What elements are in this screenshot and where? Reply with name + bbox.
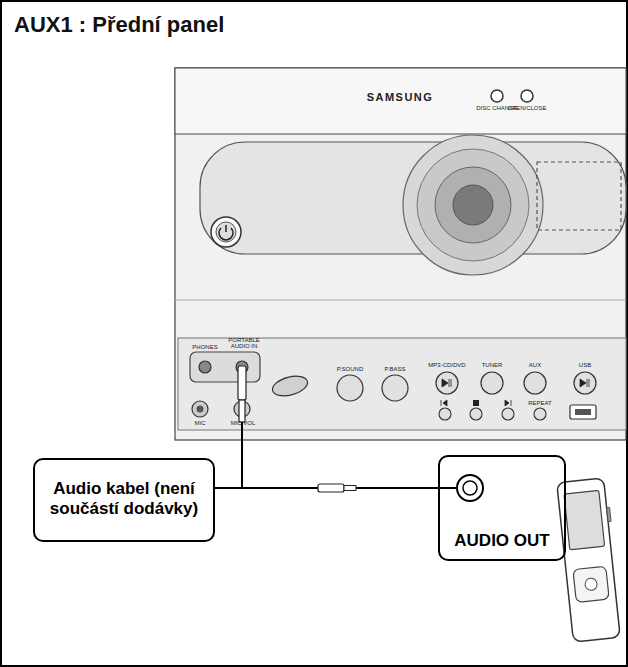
brand-name: SAMSUNG <box>367 92 434 104</box>
figure-title: AUX1 : Přední panel <box>14 12 224 38</box>
mp3-player-part <box>573 566 609 602</box>
audio-cable-part <box>344 486 356 491</box>
jack-callout-box: AUDIO OUT <box>438 455 566 561</box>
hifi-unit-part <box>439 408 451 420</box>
hifi-unit-part <box>211 217 241 247</box>
hifi-unit-part <box>470 408 482 420</box>
hifi-unit-part <box>190 352 260 382</box>
jack-label: PHONES <box>192 344 217 350</box>
hifi-unit-part <box>435 167 511 243</box>
hifi-unit-part <box>199 361 211 373</box>
jack-label: MIC <box>195 420 206 426</box>
hifi-unit-part <box>491 90 503 102</box>
hifi-unit-part <box>178 338 626 430</box>
callout-box: Audio kabel (není součástí dodávky) <box>33 458 215 542</box>
jack-label: PORTABLE AUDIO IN <box>224 337 264 350</box>
hifi-unit-part <box>175 300 626 301</box>
hifi-unit-part <box>337 375 363 401</box>
hifi-unit-part <box>453 185 493 225</box>
audio-cable-part <box>457 475 483 501</box>
hifi-unit-part <box>219 225 233 240</box>
mp3-player-part <box>607 507 611 521</box>
button-label: REPEAT <box>528 400 552 406</box>
hifi-unit-part <box>175 68 626 440</box>
hifi-unit-part <box>442 379 451 387</box>
hifi-unit-part <box>175 68 626 134</box>
button-label: P.SOUND <box>337 366 364 372</box>
hifi-unit-part <box>481 372 503 394</box>
audio-cable-part <box>241 422 243 488</box>
button-label: OPEN/CLOSE <box>507 105 546 111</box>
audio-cable-part <box>463 481 477 495</box>
hifi-unit-part <box>192 401 208 417</box>
hifi-unit-part <box>197 406 204 413</box>
hifi-unit-part <box>436 372 458 394</box>
callout-text: AUDIO OUT <box>454 531 549 551</box>
hifi-unit-part <box>534 408 546 420</box>
hifi-unit-part <box>270 373 309 400</box>
hifi-unit-part <box>524 372 546 394</box>
mp3-player <box>557 478 623 642</box>
mp3-player-part <box>557 478 620 642</box>
button-label: USB <box>579 362 591 368</box>
hifi-unit-part <box>441 400 447 406</box>
hifi-unit-part <box>574 372 596 394</box>
button-label: P.BASS <box>385 366 406 372</box>
hifi-unit-part <box>505 400 511 406</box>
hifi-unit <box>175 68 626 440</box>
hifi-unit-part <box>403 135 543 275</box>
hifi-unit-part <box>417 149 529 261</box>
hifi-unit-part <box>521 90 533 102</box>
audio-cable <box>213 366 483 501</box>
hifi-unit-part <box>570 405 596 419</box>
audio-cable-part <box>318 484 344 492</box>
hifi-unit-part <box>216 222 236 242</box>
button-label: AUX <box>529 362 541 368</box>
button-label: TUNER <box>482 362 503 368</box>
hifi-unit-part <box>575 409 591 415</box>
hifi-unit-part <box>502 408 514 420</box>
jack-label: MIC VOL <box>231 420 256 426</box>
mp3-player-part <box>564 490 605 549</box>
hifi-unit-part <box>382 375 408 401</box>
hifi-unit-part <box>580 379 589 387</box>
audio-cable-part <box>238 366 246 400</box>
button-label: MP3-CD/DVD <box>428 362 465 368</box>
hifi-unit-part <box>537 162 621 230</box>
audio-cable-part <box>239 400 245 422</box>
mp3-player-part <box>584 578 597 591</box>
hifi-unit-part <box>473 400 479 406</box>
callout-text: Audio kabel (není součástí dodávky) <box>43 479 205 520</box>
